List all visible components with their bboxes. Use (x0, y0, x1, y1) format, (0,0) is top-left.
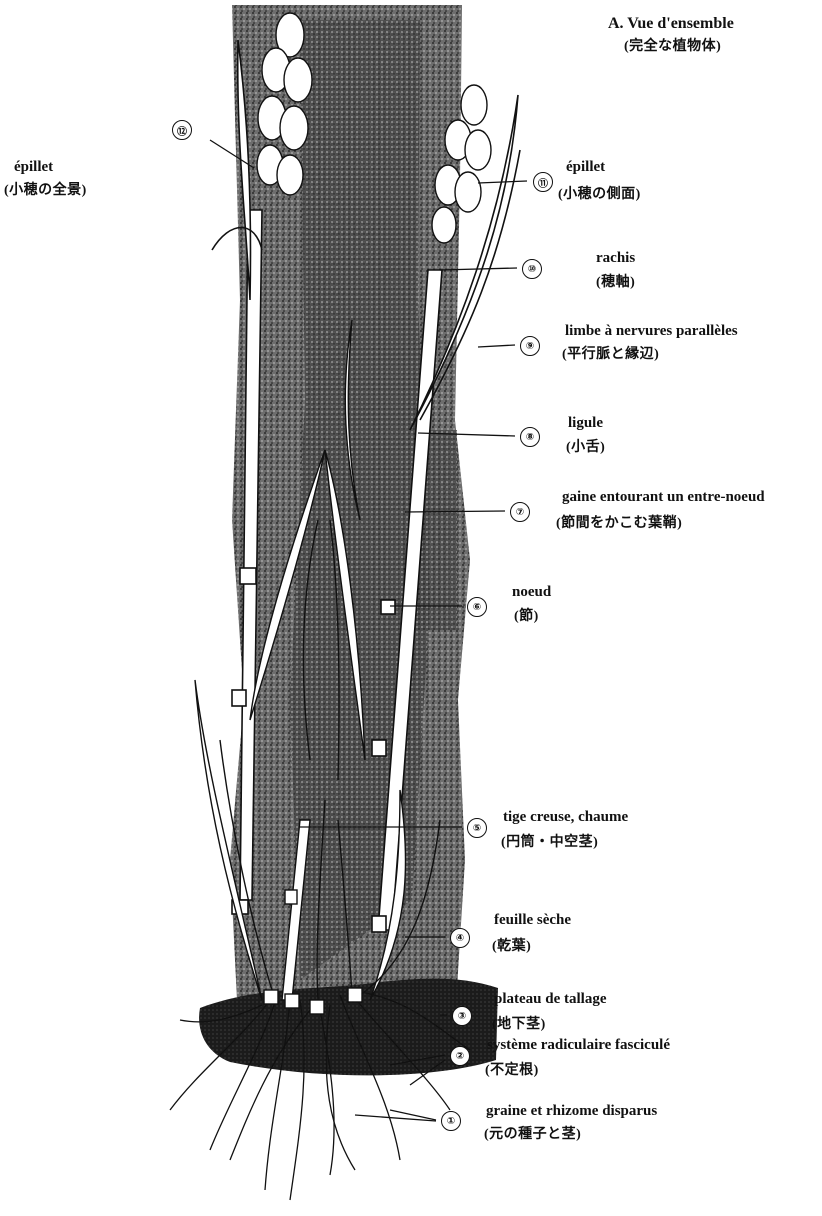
label-2-jp: (不定根) (485, 1062, 539, 1080)
label-9-fr: limbe à nervures parallèles (565, 322, 738, 341)
label-4-fr: feuille sèche (494, 911, 571, 930)
label-6-jp: (節) (514, 608, 539, 626)
label-7-jp: (節間をかこむ葉鞘) (556, 515, 682, 533)
label-1-jp: (元の種子と茎) (484, 1126, 581, 1144)
label-6-fr: noeud (512, 583, 551, 602)
callout-7: ⑦ (510, 502, 530, 522)
callout-1: ① (441, 1111, 461, 1131)
callout-9: ⑨ (520, 336, 540, 356)
label-8-jp: (小舌) (566, 439, 605, 457)
label-7-fr: gaine entourant un entre-noeud (562, 488, 765, 507)
label-12-fr: épillet (14, 158, 53, 177)
label-11-jp: (小穂の側面) (558, 186, 641, 204)
label-3-jp: (地下茎) (492, 1016, 546, 1034)
callout-11: ⑪ (533, 172, 553, 192)
callout-5: ⑤ (467, 818, 487, 838)
label-4-jp: (乾葉) (492, 938, 531, 956)
label-1-fr: graine et rhizome disparus (486, 1102, 657, 1121)
label-8-fr: ligule (568, 414, 603, 433)
callout-8: ⑧ (520, 427, 540, 447)
label-5-fr: tige creuse, chaume (503, 808, 628, 827)
label-11-fr: épillet (566, 158, 605, 177)
label-5-jp: (円筒・中空茎) (501, 834, 598, 852)
figure-title: A. Vue d'ensemble (608, 14, 734, 34)
label-9-jp: (平行脈と縁辺) (562, 346, 659, 364)
label-10-fr: rachis (596, 249, 635, 268)
callout-2: ② (450, 1046, 470, 1066)
callout-12: ⑫ (172, 120, 192, 140)
label-12-jp: (小穂の全景) (4, 182, 87, 200)
label-2-fr: système radiculaire fasciculé (487, 1036, 670, 1055)
figure-title-jp: (完全な植物体) (624, 38, 721, 56)
callout-3: ③ (452, 1006, 472, 1026)
callout-4: ④ (450, 928, 470, 948)
callout-6: ⑥ (467, 597, 487, 617)
label-10-jp: (穂軸) (596, 274, 635, 292)
callout-10: ⑩ (522, 259, 542, 279)
label-3-fr: plateau de tallage (494, 990, 607, 1009)
